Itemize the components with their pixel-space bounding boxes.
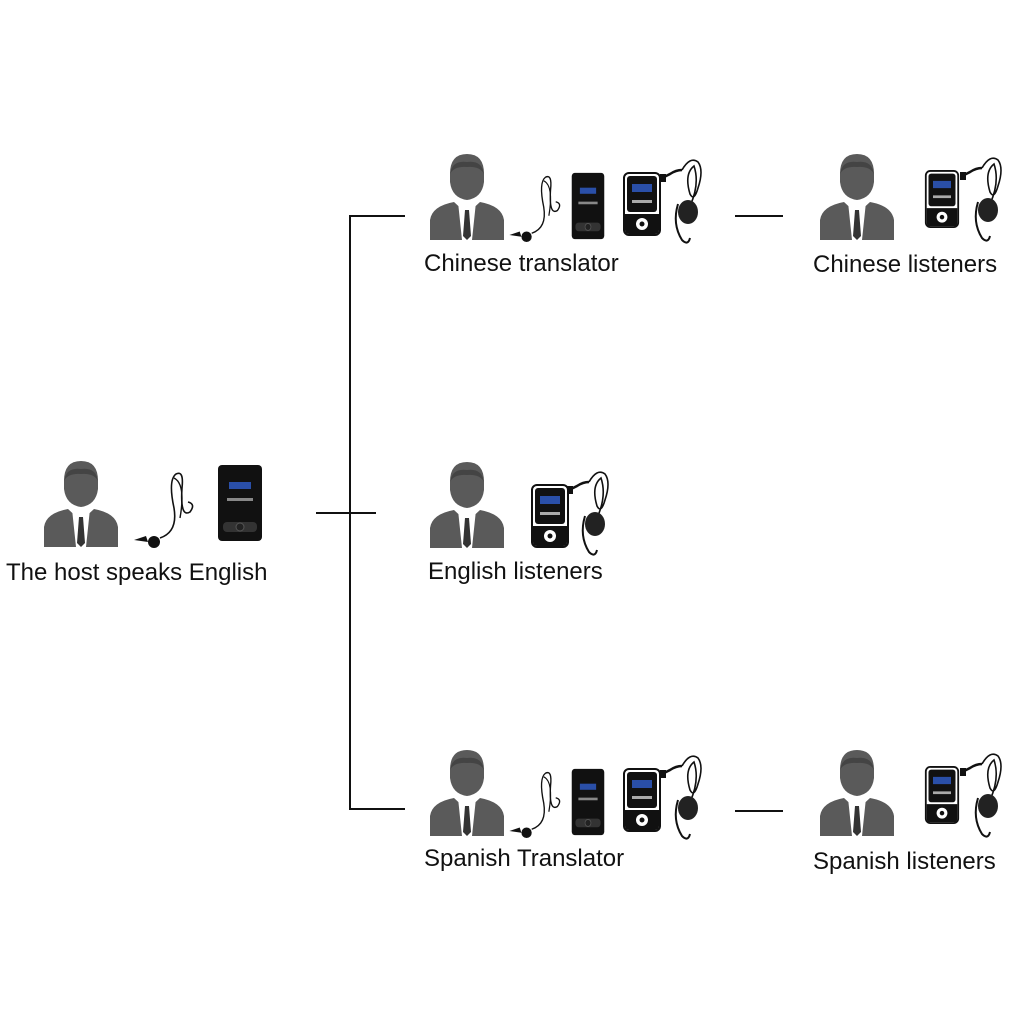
transmitter-icon bbox=[571, 172, 605, 240]
chinese-translator-label: Chinese translator bbox=[424, 250, 619, 277]
chinese-translator-person-icon bbox=[428, 152, 506, 240]
chinese-listeners-person-icon bbox=[818, 152, 896, 240]
connector-host bbox=[316, 512, 376, 514]
receiver-icon bbox=[530, 484, 570, 548]
transmitter-icon bbox=[217, 464, 263, 542]
earhook-headphone-icon bbox=[567, 466, 611, 558]
connector-chinese-listeners bbox=[735, 215, 783, 217]
receiver-icon bbox=[924, 170, 960, 228]
spanish-translator-person-icon bbox=[428, 748, 506, 836]
earhook-headphone-icon bbox=[960, 748, 1004, 840]
connector-spanish-listeners bbox=[735, 810, 783, 812]
english-listeners-label: English listeners bbox=[428, 558, 603, 585]
transmitter-icon bbox=[571, 768, 605, 836]
connector-chinese bbox=[349, 215, 405, 217]
lapel-microphone-icon bbox=[130, 468, 200, 548]
earhook-headphone-icon bbox=[660, 154, 704, 246]
connector-spanish bbox=[349, 808, 405, 810]
lapel-microphone-icon bbox=[506, 172, 566, 242]
english-listeners-person-icon bbox=[428, 460, 506, 548]
connector-trunk bbox=[349, 215, 351, 810]
receiver-icon bbox=[924, 766, 960, 824]
spanish-translator-label: Spanish Translator bbox=[424, 845, 625, 872]
host-person-icon bbox=[42, 459, 120, 547]
host-label: The host speaks English bbox=[6, 559, 268, 586]
receiver-icon bbox=[622, 172, 662, 236]
receiver-icon bbox=[622, 768, 662, 832]
lapel-microphone-icon bbox=[506, 768, 566, 838]
earhook-headphone-icon bbox=[960, 152, 1004, 244]
chinese-listeners-label: Chinese listeners bbox=[813, 251, 998, 278]
spanish-listeners-person-icon bbox=[818, 748, 896, 836]
earhook-headphone-icon bbox=[660, 750, 704, 842]
spanish-listeners-label: Spanish listeners bbox=[813, 848, 996, 875]
